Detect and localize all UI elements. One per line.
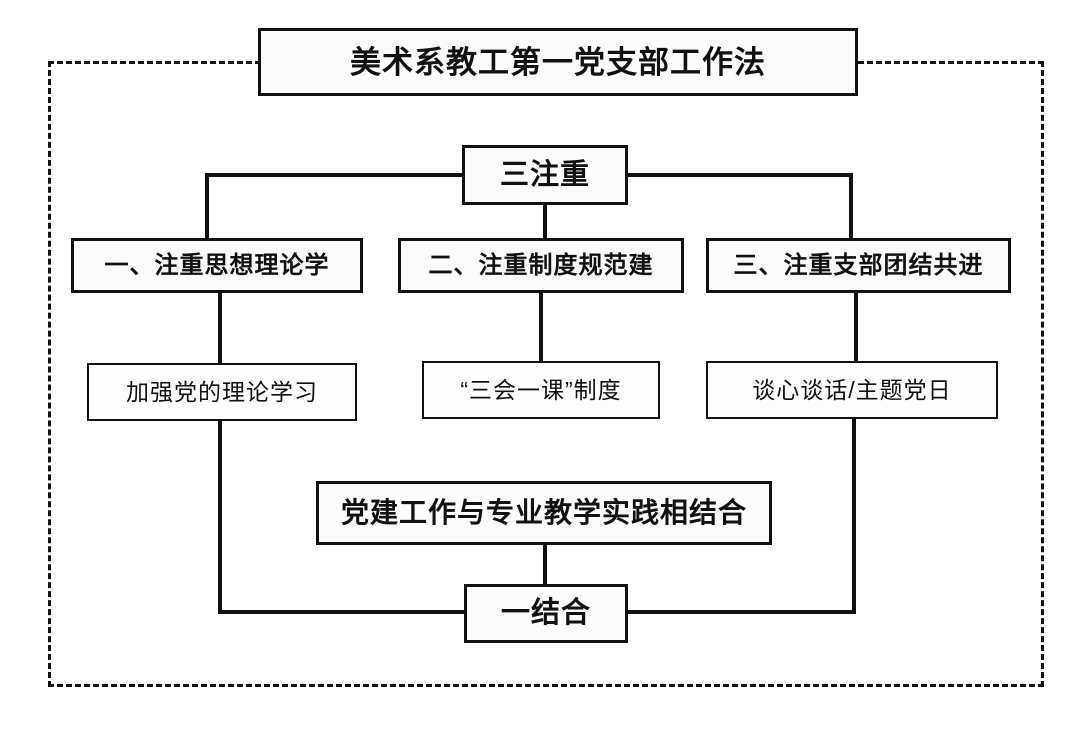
branch-3-text: 三、注重支部团结共进 [733,251,984,279]
connector-bus-to-branch-1 [205,173,209,240]
one-integration-text: 一结合 [500,597,591,629]
connector-bus-to-branch-2 [543,203,547,240]
node-leaf-2[interactable]: “三会一课”制度 [422,361,660,419]
node-branch-3[interactable]: 三、注重支部团结共进 [706,238,1011,293]
node-branch-1[interactable]: 一、注重思想理论学 [71,238,363,293]
connector-bus-to-branch-3 [849,173,853,240]
node-title-box[interactable]: 美术系教工第一党支部工作法 [258,28,858,96]
leaf-1-text: 加强党的理论学习 [126,378,318,405]
title-text: 美术系教工第一党支部工作法 [350,44,766,80]
node-one-integration[interactable]: 一结合 [464,584,628,643]
node-three-emphases[interactable]: 三注重 [462,145,628,205]
leaf-3-text: 谈心谈话/主题党日 [752,376,952,403]
integration-detail-text: 党建工作与专业教学实践相结合 [340,497,747,528]
three-emphases-text: 三注重 [499,158,590,191]
branch-1-text: 一、注重思想理论学 [104,251,330,279]
connector-branch-3-to-leaf-3 [854,290,858,362]
node-leaf-1[interactable]: 加强党的理论学习 [87,363,357,421]
connector-integration-detail-to-one-integration [543,545,547,585]
connector-branch-2-to-leaf-2 [539,290,543,363]
node-branch-2[interactable]: 二、注重制度规范建 [398,238,684,293]
leaf-2-text: “三会一课”制度 [460,376,622,403]
connector-leaf-1-to-bottom-bus [218,419,222,614]
node-integration-detail[interactable]: 党建工作与专业教学实践相结合 [316,481,772,545]
connector-branch-1-to-leaf-1 [218,290,222,365]
node-leaf-3[interactable]: 谈心谈话/主题党日 [706,361,998,419]
branch-2-text: 二、注重制度规范建 [428,251,654,279]
connector-leaf-3-to-bottom-bus [852,417,856,614]
